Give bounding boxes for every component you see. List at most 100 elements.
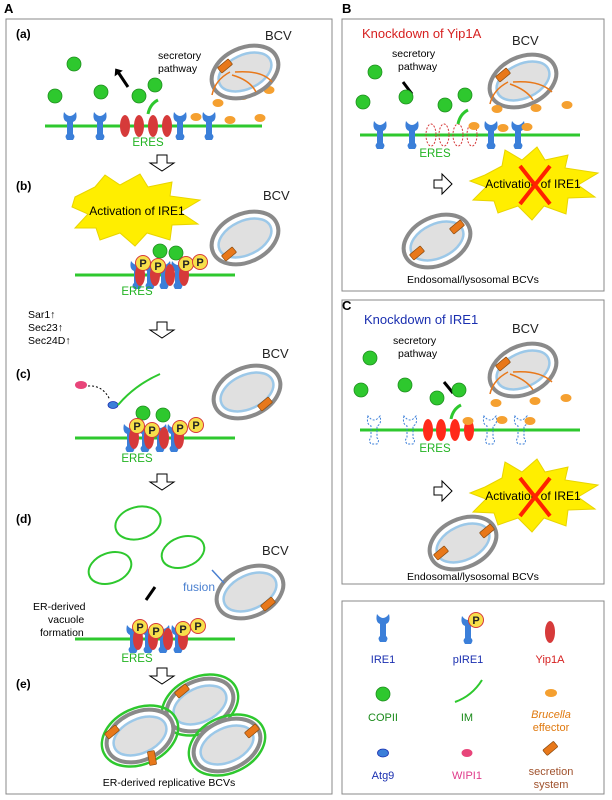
legend-copii-label: COPII <box>368 712 398 724</box>
activation-star-b <box>71 173 202 247</box>
panel-b-frame <box>341 18 605 292</box>
pathway-label-a: pathway <box>158 63 198 75</box>
vacuole-label-1: ER-derived <box>33 601 86 613</box>
legend-secretion-label-2: system <box>534 779 569 791</box>
panel-c-membrane <box>353 350 580 445</box>
phospho-icon <box>468 612 484 628</box>
effector-arrow-b2 <box>509 83 534 101</box>
legend-secretion: secretion system <box>529 741 574 791</box>
wipi1-icon <box>461 749 473 757</box>
wipi1-c <box>75 381 87 389</box>
legend-atg9: Atg9 <box>372 748 395 782</box>
eres-label-d: ERES <box>121 653 153 665</box>
ire1-icon <box>376 614 390 642</box>
atg9-icon <box>377 748 389 758</box>
eres-label-c: ERES <box>121 453 153 465</box>
atg9-c <box>107 401 119 409</box>
effector-arrow-c3 <box>512 370 553 383</box>
sec24d-label: Sec24D↑ <box>28 335 71 347</box>
bcv-c <box>203 353 291 431</box>
legend-effector: Brucella effector <box>531 689 571 734</box>
secretory-arrowhead-a <box>114 68 123 77</box>
effector-arrow-a2 <box>231 74 257 93</box>
activation-label-b: Activation of IRE1 <box>89 204 185 218</box>
legend-im: IM <box>454 679 483 724</box>
secretion-icon <box>542 741 558 756</box>
legend-wipi1-label: WIPI1 <box>452 770 482 782</box>
secretory-label-b: secretory <box>392 48 436 60</box>
bcv-label-pc: BCV <box>512 321 539 336</box>
pathway-label-c: pathway <box>398 348 438 360</box>
step-a-label: (a) <box>16 27 31 41</box>
legend-ire1-label: IRE1 <box>371 654 395 666</box>
eres-label-a: ERES <box>132 137 164 149</box>
vacuole-1 <box>114 505 162 541</box>
legend-effector-label-2: effector <box>533 722 570 734</box>
im-c <box>117 373 161 406</box>
vacuole-3 <box>87 551 133 585</box>
effector-arrow-b3 <box>512 80 553 93</box>
fusion-label: fusion <box>183 580 215 594</box>
effector-arrow-c1 <box>489 371 509 395</box>
panel-c-letter: C <box>342 298 352 313</box>
vacuole-arrow <box>144 586 157 601</box>
im-icon <box>454 679 483 703</box>
legend-yip1a: Yip1A <box>536 621 566 666</box>
sec23-label: Sec23↑ <box>28 322 63 334</box>
effector-arrow-a3 <box>234 70 273 83</box>
step-e-label: (e) <box>16 677 31 691</box>
bcv-pc-result <box>419 504 507 582</box>
legend-frame <box>341 600 605 795</box>
replicative-bcv-3 <box>183 706 271 784</box>
step-c-diagram <box>75 405 235 452</box>
bcv-b <box>201 199 289 277</box>
legend-yip1a-label: Yip1A <box>536 654 566 666</box>
legend-im-label: IM <box>461 712 473 724</box>
bcv-label-pb: BCV <box>512 33 539 48</box>
effector-arrow-c2 <box>509 373 534 391</box>
inhibition-x-pc <box>518 476 552 518</box>
copii-icon <box>375 686 391 702</box>
eres-label-pc: ERES <box>419 443 451 455</box>
panel-c-frame <box>341 299 605 585</box>
step-c-label: (c) <box>16 367 31 381</box>
final-caption: ER-derived replicative BCVs <box>103 777 235 789</box>
bcv-label-b: BCV <box>263 188 290 203</box>
replicative-bcv-2 <box>96 697 184 775</box>
step-d-diagram <box>75 625 235 653</box>
legend-atg9-label: Atg9 <box>372 770 395 782</box>
bcv-d <box>206 553 294 631</box>
eres-label-b: ERES <box>121 286 153 298</box>
flow-arrow-pc <box>433 479 453 503</box>
bcv-pb-result <box>393 202 481 280</box>
legend-secretion-label-1: secretion <box>529 766 574 778</box>
bcv-pc <box>479 331 567 409</box>
panel-c-caption: Endosomal/lysosomal BCVs <box>407 571 539 583</box>
flow-arrow-1 <box>148 154 176 172</box>
legend-copii: COPII <box>368 686 398 724</box>
vacuole-label-2: vacuole <box>48 614 84 626</box>
sar1-label: Sar1↑ <box>28 309 55 321</box>
legend-ire1: IRE1 <box>371 614 395 666</box>
panel-c-title: Knockdown of IRE1 <box>364 312 478 327</box>
legend-pire1-label: pIRE1 <box>453 654 484 666</box>
step-a-diagram <box>45 56 275 140</box>
legend-wipi1: WIPI1 <box>452 749 482 782</box>
panel-b-caption: Endosomal/lysosomal BCVs <box>407 274 539 286</box>
panel-b-letter: B <box>342 1 351 16</box>
step-b-label: (b) <box>16 179 31 193</box>
bcv-label-d: BCV <box>262 543 289 558</box>
bcv-label-a: BCV <box>265 28 292 43</box>
legend-effector-label-1: Brucella <box>531 709 571 721</box>
yip1a-icon <box>545 621 555 643</box>
effector-arrow-a1 <box>211 71 231 96</box>
legend-pire1: pIRE1 <box>453 612 484 666</box>
flow-arrow-2 <box>148 321 176 339</box>
secretory-label-c: secretory <box>393 335 437 347</box>
panel-b-title: Knockdown of Yip1A <box>362 26 482 41</box>
bcv-label-c: BCV <box>262 346 289 361</box>
flow-arrow-4 <box>148 667 176 685</box>
pathway-label-b: pathway <box>398 61 438 73</box>
secretory-label-a: secretory <box>158 50 202 62</box>
